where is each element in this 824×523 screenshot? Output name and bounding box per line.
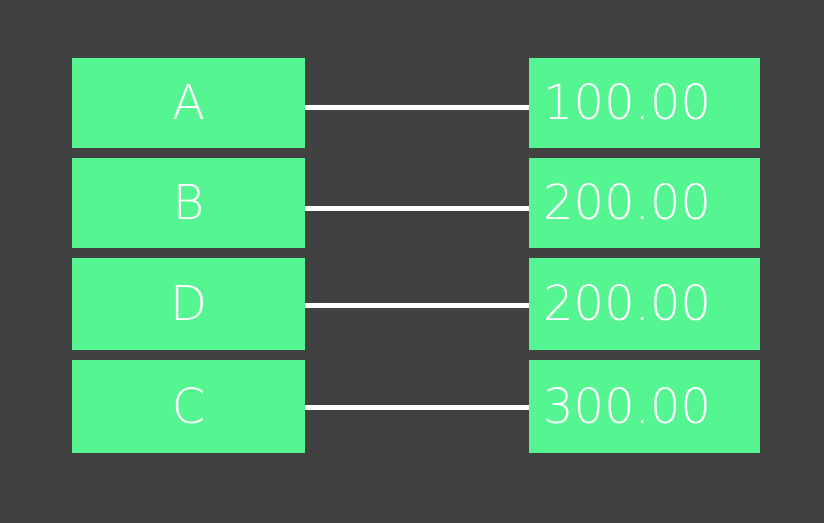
sankey-source-node-d[interactable]: D: [72, 258, 305, 350]
sankey-source-node-label: D: [170, 276, 207, 332]
sankey-source-node-label: B: [172, 175, 205, 231]
sankey-link-b-200[interactable]: [305, 206, 529, 211]
sankey-source-node-label: C: [171, 378, 206, 435]
sankey-link-a-100[interactable]: [305, 105, 529, 110]
sankey-target-node-300[interactable]: 300.00: [529, 360, 760, 453]
sankey-link-d-200[interactable]: [305, 303, 529, 308]
sankey-source-node-b[interactable]: B: [72, 158, 305, 248]
sankey-target-node-label: 100.00: [543, 75, 711, 131]
sankey-target-node-200-a[interactable]: 200.00: [529, 158, 760, 248]
sankey-source-node-a[interactable]: A: [72, 58, 305, 148]
sankey-target-node-label: 200.00: [543, 175, 711, 231]
sankey-target-node-label: 200.00: [543, 276, 711, 332]
sankey-link-c-300[interactable]: [305, 405, 529, 410]
sankey-source-node-label: A: [172, 75, 205, 131]
sankey-target-node-100[interactable]: 100.00: [529, 58, 760, 148]
sankey-target-node-200-b[interactable]: 200.00: [529, 258, 760, 350]
sankey-target-node-label: 300.00: [543, 378, 711, 435]
sankey-source-node-c[interactable]: C: [72, 360, 305, 453]
